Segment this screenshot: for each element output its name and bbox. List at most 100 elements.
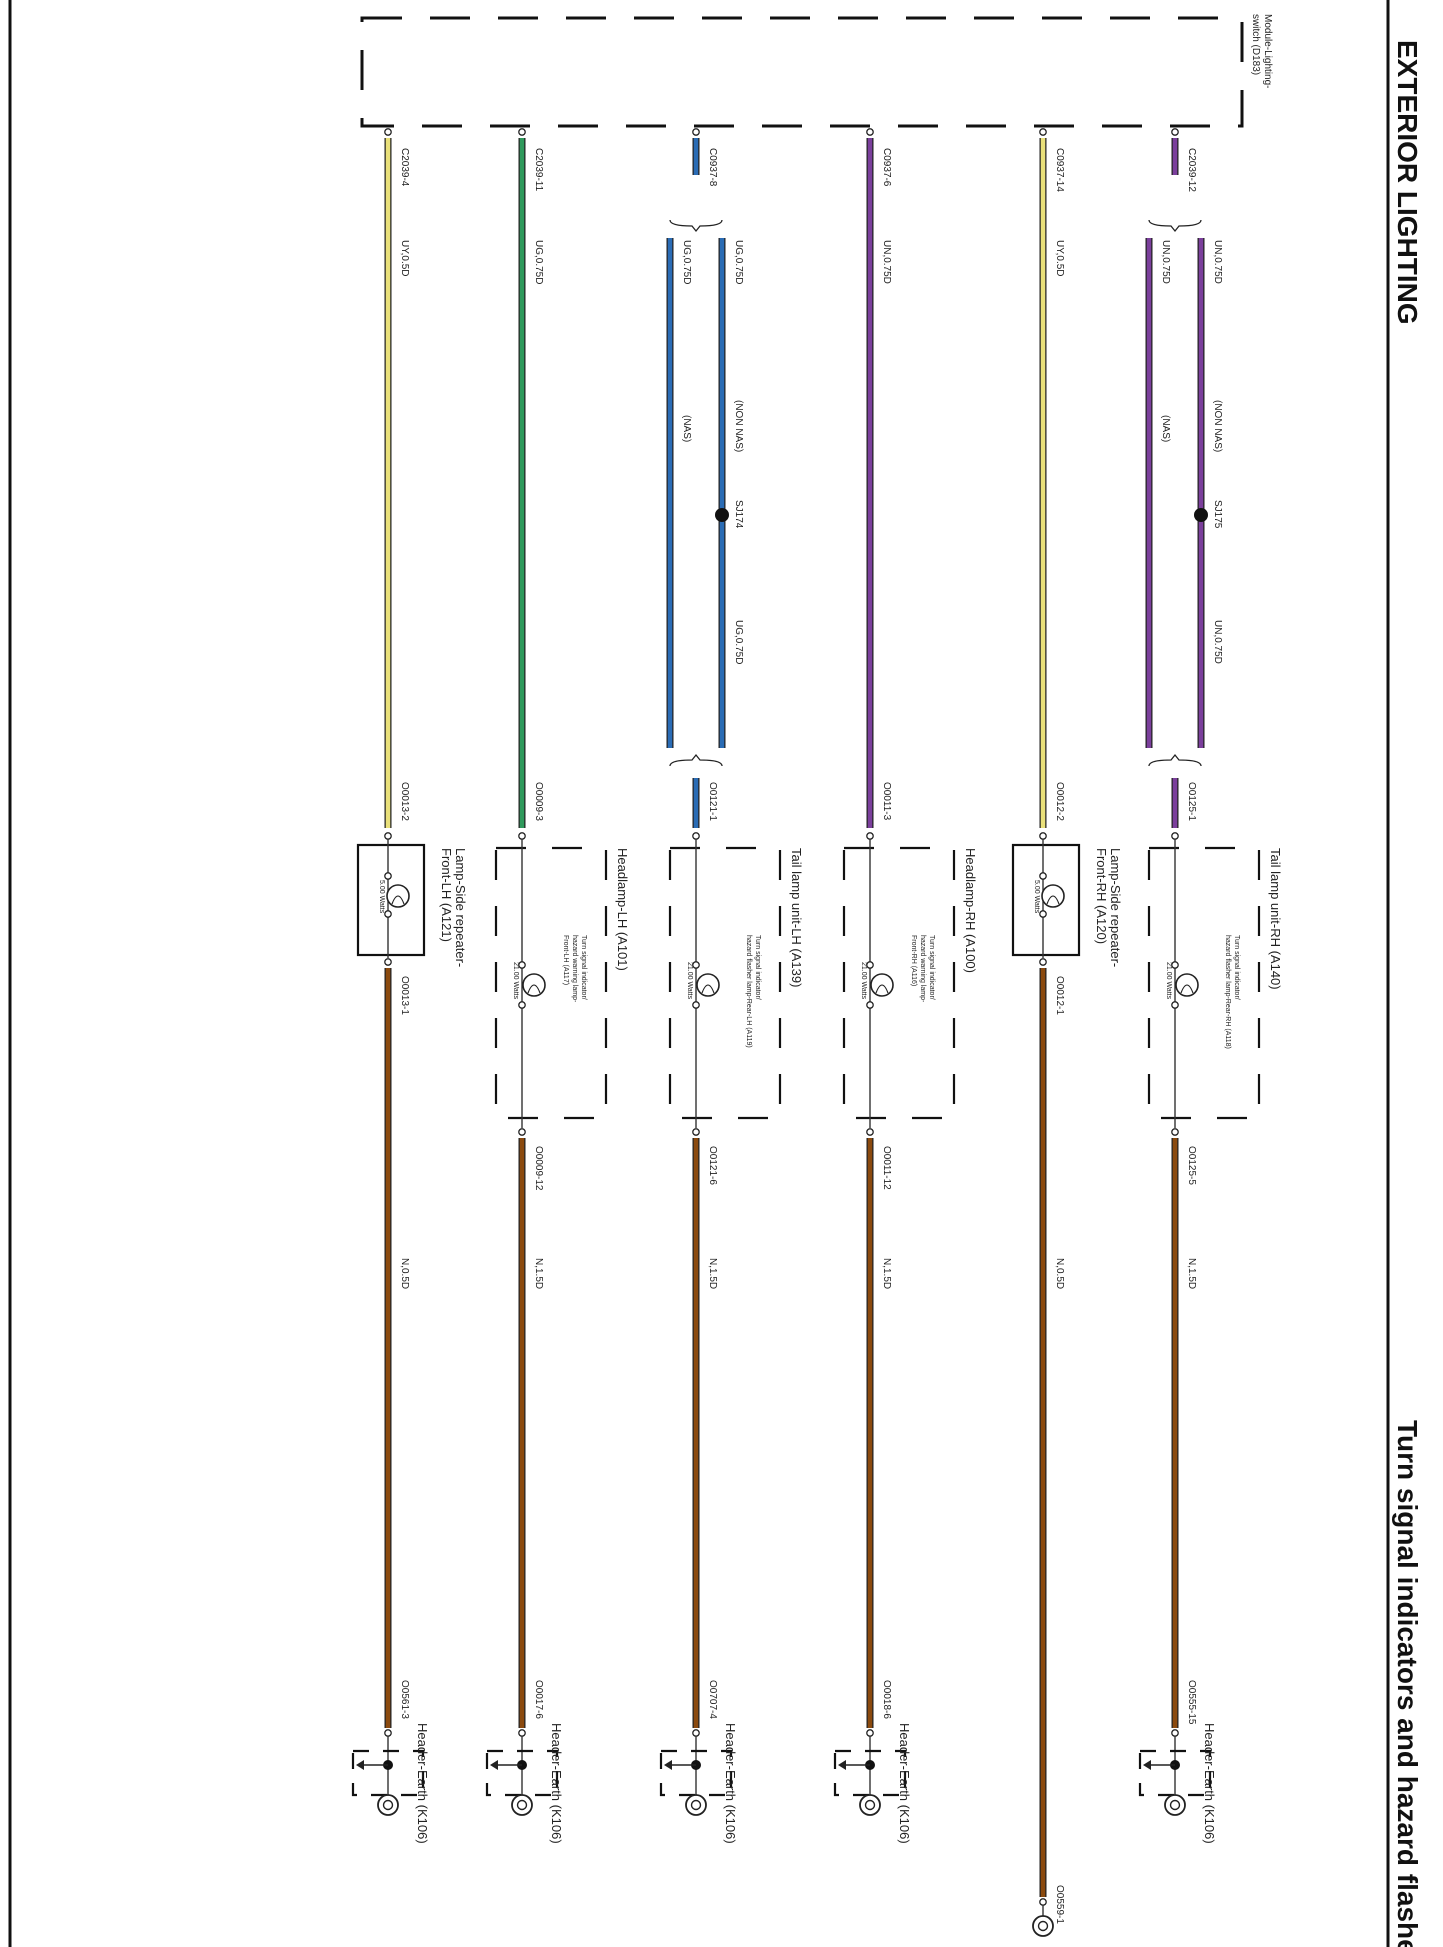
c3-earth-ring-inner bbox=[690, 1799, 702, 1811]
c6-earth-arrow bbox=[1143, 1760, 1151, 1770]
c2-earth-wire: N,1.5D bbox=[533, 1258, 544, 1289]
c3-branch-a-wire: UG,0.75D bbox=[733, 240, 744, 284]
c6-lamp-connector-out: O0125-5 bbox=[1186, 1146, 1197, 1185]
c4-unit-bulb-filament bbox=[875, 984, 889, 994]
c1-lamp-connector-in: O0013-2 bbox=[399, 782, 410, 821]
c6-earth-bracket bbox=[1138, 1749, 1212, 1797]
c3-earth-name: Header-Earth (K106) bbox=[723, 1723, 738, 1844]
c4-unit-name: Headlamp-RH (A100) bbox=[963, 848, 978, 973]
c4-earth-bracket bbox=[833, 1749, 907, 1797]
c3-unit-watts: 21.00 Watts bbox=[686, 962, 693, 1000]
c4-earth-pin bbox=[866, 1729, 874, 1737]
c6-unit-desc-2: hazard flasher lamp-Rear-RH (A118) bbox=[1224, 935, 1231, 1049]
c2-unit-pin-a bbox=[518, 961, 526, 969]
c5-earth-connector: O0559-1 bbox=[1054, 1885, 1065, 1924]
c2-unit-desc-1: Turn signal indicator/ bbox=[580, 935, 587, 1000]
c5-repeater-bulb-filament bbox=[1046, 895, 1060, 905]
c5-lamp-out-pin bbox=[1039, 958, 1047, 966]
c3-splice-dot bbox=[715, 508, 729, 522]
c1-earth-connector: O0561-3 bbox=[399, 1680, 410, 1719]
c1-lamp-in-pin bbox=[384, 832, 392, 840]
c3-unit-name: Tail lamp unit-LH (A139) bbox=[789, 848, 804, 987]
c1-repeater-pin-a bbox=[384, 872, 392, 880]
c1-earth-name: Header-Earth (K106) bbox=[415, 1723, 430, 1844]
c2-earth-connector: O0017-6 bbox=[533, 1680, 544, 1719]
c3-branch-a-tag: (NON NAS) bbox=[733, 400, 744, 452]
c4-unit-watts: 21.00 Watts bbox=[860, 962, 867, 1000]
c4-unit-desc-3: Front-RH (A116) bbox=[910, 935, 917, 986]
c6-earth-pin bbox=[1171, 1729, 1179, 1737]
c3-lamp-in-pin bbox=[692, 832, 700, 840]
c1-earth-bracket bbox=[351, 1749, 425, 1797]
c1-top-pin bbox=[384, 128, 392, 136]
c1-repeater-pin-b bbox=[384, 910, 392, 918]
c6-splice-label: SJ175 bbox=[1212, 500, 1223, 529]
module-name-line2: switch (D183) bbox=[1250, 14, 1261, 75]
c2-unit-desc-2: hazard warning lamp- bbox=[571, 935, 578, 1003]
c6-branch-b-wire: UN,0.75D bbox=[1160, 240, 1171, 284]
c1-repeater-watts: 5.00 Watts bbox=[378, 880, 385, 914]
c3-lamp-connector-out: O0121-6 bbox=[707, 1146, 718, 1185]
c3-unit-desc-2: hazard flasher lamp-Rear-LH (A119) bbox=[745, 935, 752, 1048]
c4-lamp-connector-in: O0011-3 bbox=[881, 782, 892, 821]
c5-repeater-watts: 5.00 Watts bbox=[1033, 880, 1040, 914]
c4-earth-arrow bbox=[838, 1760, 846, 1770]
c1-repeater-bulb-filament bbox=[391, 895, 405, 905]
c1-repeater-name-2: Front-LH (A121) bbox=[439, 848, 454, 942]
c2-top-wire: UG,0.75D bbox=[533, 240, 544, 284]
c2-unit-pin-b bbox=[518, 1001, 526, 1009]
c6-brace-top bbox=[1148, 219, 1202, 233]
c2-earth-arrow bbox=[490, 1760, 498, 1770]
c5-lamp-in-pin bbox=[1039, 832, 1047, 840]
c1-lamp-connector-out: O0013-1 bbox=[399, 976, 410, 1015]
c6-unit-pin-a bbox=[1171, 961, 1179, 969]
c4-top-pin bbox=[866, 128, 874, 136]
c6-branch-a-wire2: UN,0.75D bbox=[1212, 620, 1223, 664]
c2-top-connector: C2039-11 bbox=[533, 148, 544, 192]
c5-top-connector: C0937-14 bbox=[1054, 148, 1065, 192]
module-name-line1: Module-Lighting- bbox=[1262, 14, 1273, 89]
c5-earth-wire: N,0.5D bbox=[1054, 1258, 1065, 1289]
c5-earth-ring-inner bbox=[1037, 1920, 1049, 1932]
c4-unit-desc-1: Turn signal indicator/ bbox=[928, 935, 935, 1000]
c6-branch-a-tag: (NON NAS) bbox=[1212, 400, 1223, 452]
c2-lamp-out-pin bbox=[518, 1128, 526, 1136]
c4-lamp-connector-out: O0011-12 bbox=[881, 1146, 892, 1190]
c6-earth-connector: O0555-15 bbox=[1186, 1680, 1197, 1725]
c1-earth-pin bbox=[384, 1729, 392, 1737]
c6-unit-name: Tail lamp unit-RH (A140) bbox=[1268, 848, 1283, 990]
c6-earth-wire: N,1.5D bbox=[1186, 1258, 1197, 1289]
c5-repeater-pin-a bbox=[1039, 872, 1047, 880]
c2-unit-name: Headlamp-LH (A101) bbox=[615, 848, 630, 971]
c2-unit-desc-3: Front-LH (A117) bbox=[562, 935, 569, 985]
c4-lamp-out-pin bbox=[866, 1128, 874, 1136]
c3-earth-pin bbox=[692, 1729, 700, 1737]
c6-lamp-in-pin bbox=[1171, 832, 1179, 840]
c3-earth-wire: N,1.5D bbox=[707, 1258, 718, 1289]
c4-lamp-in-pin bbox=[866, 832, 874, 840]
c2-lamp-connector-out: O0009-12 bbox=[533, 1146, 544, 1191]
c6-splice-dot bbox=[1194, 508, 1208, 522]
c5-top-pin bbox=[1039, 128, 1047, 136]
c1-top-connector: C2039-4 bbox=[399, 148, 410, 187]
c2-lamp-in-pin bbox=[518, 832, 526, 840]
c6-unit-pin-b bbox=[1171, 1001, 1179, 1009]
c2-lamp-connector-in: O0009-3 bbox=[533, 782, 544, 821]
c3-earth-connector: O0707-4 bbox=[707, 1680, 718, 1719]
c4-unit-pin-b bbox=[866, 1001, 874, 1009]
c1-top-wire: UY,0.5D bbox=[399, 240, 410, 277]
c6-earth-ring-inner bbox=[1169, 1799, 1181, 1811]
c6-branch-b-tag: (NAS) bbox=[1160, 415, 1171, 442]
c6-earth-name: Header-Earth (K106) bbox=[1202, 1723, 1217, 1844]
c2-top-pin bbox=[518, 128, 526, 136]
c4-earth-connector: O0018-6 bbox=[881, 1680, 892, 1719]
c5-earth-pin bbox=[1039, 1898, 1047, 1906]
c2-earth-ring-inner bbox=[516, 1799, 528, 1811]
c1-earth-wire: N,0.5D bbox=[399, 1258, 410, 1289]
c3-branch-a-wire2: UG,0.75D bbox=[733, 620, 744, 664]
c1-earth-arrow bbox=[356, 1760, 364, 1770]
module-lighting-switch-box bbox=[360, 16, 1244, 128]
